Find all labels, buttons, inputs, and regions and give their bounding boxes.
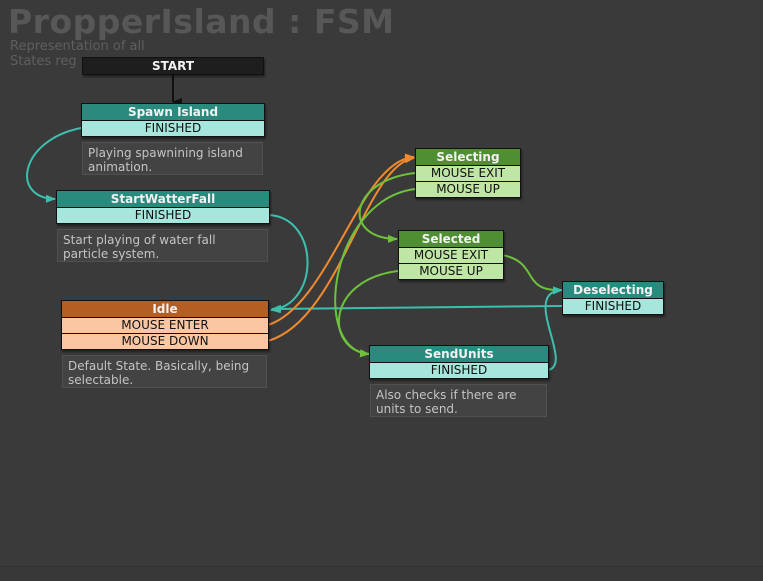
state-comment-idle: Default State. Basically, being selectab… [62, 355, 267, 388]
fsm-description: Representation of all States reg [10, 39, 145, 69]
event-finished[interactable]: FINISHED [57, 207, 269, 223]
state-start[interactable]: START [82, 57, 264, 75]
link-watterfall-finished [268, 214, 309, 314]
state-idle-label: Idle [62, 301, 268, 317]
state-selecting[interactable]: Selecting MOUSE EXIT MOUSE UP [415, 148, 521, 198]
state-send-units[interactable]: SendUnits FINISHED [369, 345, 549, 379]
fsm-title: PropperIsland : FSM [8, 2, 395, 41]
state-start-watterfall-label: StartWatterFall [57, 191, 269, 207]
event-finished[interactable]: FINISHED [82, 120, 264, 136]
event-mouse-exit[interactable]: MOUSE EXIT [416, 165, 520, 181]
state-spawn-island[interactable]: Spawn Island FINISHED [81, 103, 265, 137]
link-idle-mouse-down [267, 155, 415, 342]
link-idle-mouse-enter [267, 153, 415, 326]
link-sendunits-finished [544, 286, 563, 371]
link-deselecting-finished [271, 304, 563, 313]
state-start-watterfall[interactable]: StartWatterFall FINISHED [56, 190, 270, 224]
state-deselecting-label: Deselecting [563, 282, 663, 298]
status-bar [0, 566, 763, 581]
link-selecting-mouse-exit [358, 172, 416, 243]
state-selecting-label: Selecting [416, 149, 520, 165]
event-mouse-enter[interactable]: MOUSE ENTER [62, 317, 268, 333]
link-selected-mouse-up [337, 270, 399, 358]
event-mouse-up[interactable]: MOUSE UP [416, 181, 520, 197]
state-spawn-island-label: Spawn Island [82, 104, 264, 120]
state-comment-start-watterfall: Start playing of water fall particle sys… [57, 229, 268, 262]
link-selected-mouse-exit [501, 254, 563, 295]
state-send-units-label: SendUnits [370, 346, 548, 362]
link-spawn-finished [26, 127, 82, 203]
state-selected[interactable]: Selected MOUSE EXIT MOUSE UP [398, 230, 504, 280]
event-finished[interactable]: FINISHED [563, 298, 663, 314]
event-mouse-up[interactable]: MOUSE UP [399, 263, 503, 279]
state-idle[interactable]: Idle MOUSE ENTER MOUSE DOWN [61, 300, 269, 350]
state-start-label: START [83, 58, 263, 74]
event-finished[interactable]: FINISHED [370, 362, 548, 378]
event-mouse-exit[interactable]: MOUSE EXIT [399, 247, 503, 263]
state-comment-send-units: Also checks if there are units to send. [370, 384, 547, 417]
state-deselecting[interactable]: Deselecting FINISHED [562, 281, 664, 315]
state-selected-label: Selected [399, 231, 503, 247]
state-comment-spawn-island: Playing spawnining island animation. [82, 142, 263, 175]
event-mouse-down[interactable]: MOUSE DOWN [62, 333, 268, 349]
